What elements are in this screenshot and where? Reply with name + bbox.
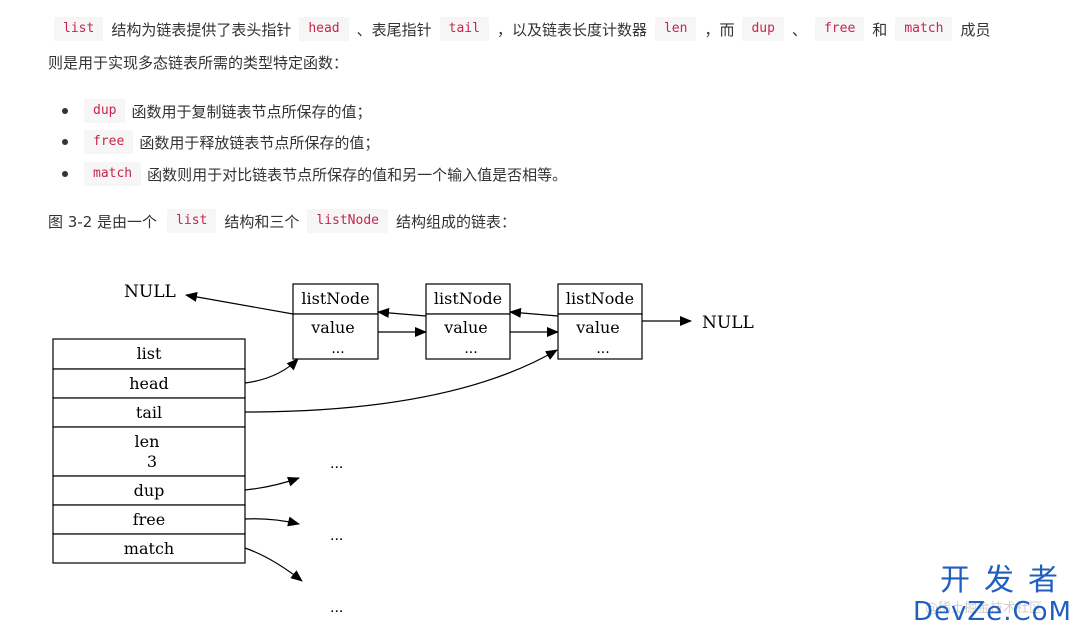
code-free: free bbox=[84, 130, 134, 154]
node-value: value bbox=[443, 318, 487, 337]
list-struct: list head tail len 3 dup free match bbox=[52, 338, 246, 564]
intro-text: 结构为链表提供了表头指针 bbox=[111, 20, 292, 39]
bullet-text: 函数用于释放链表节点所保存的值； bbox=[139, 133, 380, 152]
intro-line-1: list 结构为链表提供了表头指针 head 、表尾指针 tail ，以及链表长… bbox=[48, 17, 992, 41]
node-title: listNode bbox=[434, 289, 502, 308]
intro-line-2: 则是用于实现多态链表所需的类型特定函数： bbox=[48, 54, 349, 72]
code-len: len bbox=[654, 17, 697, 41]
intro-text: 、表尾指针 bbox=[356, 20, 432, 39]
code-list: list bbox=[54, 17, 104, 41]
watermark-faint-text: @稀土掘金技术社区 bbox=[924, 601, 1042, 616]
arrow-node1-prev-null bbox=[185, 292, 294, 315]
field-len: len bbox=[135, 432, 160, 451]
bullet-text: 函数则用于对比链表节点所保存的值和另一个输入值是否相等。 bbox=[147, 165, 568, 184]
ellipsis-free: ... bbox=[330, 528, 343, 544]
bullet-match: match 函数则用于对比链表节点所保存的值和另一个输入值是否相等。 bbox=[62, 162, 567, 186]
code-head: head bbox=[299, 17, 349, 41]
caption-text: 结构组成的链表： bbox=[396, 212, 517, 231]
figure-caption: 图 3-2 是由一个 list 结构和三个 listNode 结构组成的链表： bbox=[48, 209, 518, 233]
list-node-2: listNode value ... bbox=[425, 283, 511, 360]
field-head: head bbox=[129, 374, 169, 393]
code-tail: tail bbox=[439, 17, 489, 41]
intro-text: 和 bbox=[872, 20, 888, 39]
caption-text: 结构和三个 bbox=[224, 212, 300, 231]
arrow-tail bbox=[244, 349, 558, 413]
node-value: value bbox=[310, 318, 354, 337]
arrow-free bbox=[244, 516, 300, 527]
list-node-3: listNode value ... bbox=[557, 283, 643, 360]
null-right-label: NULL bbox=[702, 313, 754, 333]
field-free: free bbox=[133, 510, 166, 529]
bullet-dup: dup 函数用于复制链表节点所保存的值； bbox=[62, 99, 372, 123]
code-listnode: listNode bbox=[307, 209, 388, 233]
intro-text: 、 bbox=[791, 20, 807, 39]
intro-text: ，而 bbox=[704, 20, 735, 39]
null-left-label: NULL bbox=[124, 282, 176, 302]
node-title: listNode bbox=[301, 289, 369, 308]
list-node-1: listNode value ... bbox=[292, 283, 379, 360]
code-match: match bbox=[84, 162, 142, 186]
caption-text: 图 3-2 是由一个 bbox=[48, 212, 158, 231]
watermark-top: 开发者 bbox=[940, 563, 1072, 598]
field-tail: tail bbox=[136, 403, 162, 422]
ellipsis-match: ... bbox=[330, 600, 343, 616]
arrow-match bbox=[244, 547, 303, 582]
code-dup: dup bbox=[84, 99, 126, 123]
node-more: ... bbox=[464, 341, 477, 357]
field-len-value: 3 bbox=[147, 452, 157, 471]
watermark-bottom: DevZe.CoM bbox=[913, 597, 1072, 627]
bullet-dot bbox=[62, 139, 68, 145]
arrow-node2-prev bbox=[377, 307, 427, 318]
ellipsis-dup: ... bbox=[330, 456, 343, 472]
arrow-dup bbox=[244, 476, 300, 491]
code-list: list bbox=[167, 209, 217, 233]
bullet-free: free 函数用于释放链表节点所保存的值； bbox=[62, 130, 379, 154]
node-title: listNode bbox=[566, 289, 634, 308]
bullet-dot bbox=[62, 171, 68, 177]
node-value: value bbox=[575, 318, 619, 337]
code-match: match bbox=[895, 17, 953, 41]
node-more: ... bbox=[596, 341, 609, 357]
field-match: match bbox=[124, 539, 174, 558]
code-dup: dup bbox=[742, 17, 784, 41]
field-dup: dup bbox=[134, 481, 165, 500]
code-free: free bbox=[814, 17, 865, 41]
list-struct-title: list bbox=[137, 344, 162, 363]
arrow-node3-prev bbox=[509, 307, 559, 318]
bullet-text: 函数用于复制链表节点所保存的值； bbox=[131, 102, 372, 121]
intro-text: 成员 bbox=[960, 20, 991, 39]
intro-text: ，以及链表长度计数器 bbox=[496, 20, 647, 39]
watermark-logo: 开发者 DevZe.CoM bbox=[913, 563, 1072, 628]
node-more: ... bbox=[331, 341, 344, 357]
bullet-dot bbox=[62, 108, 68, 114]
arrow-head bbox=[244, 358, 299, 384]
